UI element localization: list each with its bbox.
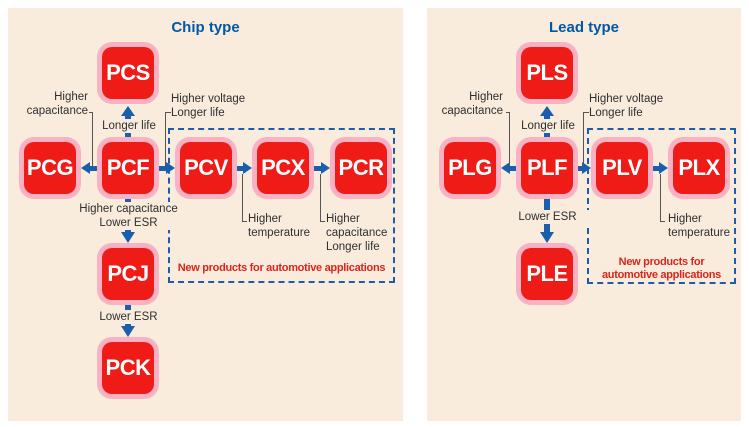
connector-higher-capacitance — [506, 112, 510, 167]
node-label: PLX — [673, 142, 725, 194]
label-higher-capacitance-longer-life: Higher capacitance Longer life — [326, 213, 388, 253]
node-plf: PLF — [516, 137, 578, 199]
automotive-note: New products for automotive applications — [601, 256, 721, 281]
arrow-head — [121, 106, 135, 116]
label-higher-temperature: Higher temperature — [248, 213, 311, 239]
arrow-pcf-to-pcg — [81, 162, 97, 174]
node-pcs: PCS — [97, 42, 159, 104]
node-label: PLS — [521, 47, 573, 99]
node-label: PCK — [102, 342, 154, 394]
arrow-pcf-to-pcv — [159, 162, 175, 174]
node-label: PLF — [521, 142, 573, 194]
node-pck: PCK — [97, 337, 159, 399]
arrow-head — [501, 162, 510, 174]
node-label: PCR — [335, 142, 387, 194]
arrow-shaft — [237, 165, 244, 171]
label-lower-esr: Lower ESR — [495, 210, 600, 224]
arrow-head — [321, 162, 330, 174]
node-plx: PLX — [668, 137, 730, 199]
arrow-head — [659, 162, 668, 174]
node-label: PCF — [102, 142, 154, 194]
label-higher-capacitance: Higher capacitance — [441, 91, 503, 117]
arrow-shaft — [159, 165, 167, 171]
node-label: PCJ — [102, 248, 154, 300]
arrow-head — [121, 232, 135, 243]
node-plv: PLV — [591, 137, 653, 199]
arrow-head — [540, 106, 554, 116]
label-higher-temperature: Higher temperature — [668, 213, 731, 239]
arrow-head — [243, 162, 252, 174]
node-pcr: PCR — [330, 137, 392, 199]
label-longer-life: Longer life — [96, 119, 162, 133]
node-label: PCV — [180, 142, 232, 194]
node-pcf: PCF — [97, 137, 159, 199]
node-pcx: PCX — [252, 137, 314, 199]
automotive-group-box — [587, 128, 736, 284]
label-lower-esr: Lower ESR — [87, 310, 170, 324]
arrow-pcv-to-pcx — [237, 162, 252, 174]
label-higher-capacitance: Higher capacitance — [26, 91, 88, 117]
node-label: PCS — [102, 47, 154, 99]
arrow-plf-to-plg — [501, 162, 516, 174]
node-pls: PLS — [516, 42, 578, 104]
panel-title-chip-type: Chip type — [171, 19, 240, 36]
node-label: PLV — [596, 142, 648, 194]
arrow-shaft — [89, 165, 97, 171]
label-higher-capacitance-lower-esr: Higher capacitance Lower ESR — [76, 202, 181, 230]
connector-higher-temperature — [242, 174, 247, 222]
arrow-head — [166, 162, 175, 174]
node-ple: PLE — [516, 243, 578, 305]
arrow-head — [540, 232, 554, 243]
arrow-shaft — [578, 165, 583, 171]
arrow-head — [121, 326, 135, 337]
arrow-shaft — [653, 165, 660, 171]
connector-higher-capacitance — [89, 112, 93, 167]
panel-lead-type: Lead type Higher capacitance Long — [427, 8, 741, 421]
node-pcv: PCV — [175, 137, 237, 199]
node-pcg: PCG — [19, 137, 81, 199]
connector-higher-voltage — [165, 112, 171, 166]
arrow-pcx-to-pcr — [314, 162, 330, 174]
automotive-note: New products for automotive applications — [177, 262, 386, 274]
arrow-plf-to-plv — [578, 162, 591, 174]
node-label: PLE — [521, 248, 573, 300]
node-pcj: PCJ — [97, 243, 159, 305]
node-label: PLG — [444, 142, 496, 194]
node-label: PCG — [24, 142, 76, 194]
panel-title-lead-type: Lead type — [548, 19, 620, 36]
arrow-shaft — [509, 165, 516, 171]
arrow-head — [582, 162, 591, 174]
connector-higher-voltage — [583, 112, 589, 166]
label-higher-voltage-longer-life: Higher voltage Longer life — [589, 93, 664, 119]
arrow-head — [81, 162, 90, 174]
arrow-shaft — [314, 165, 322, 171]
arrow-plv-to-plx — [653, 162, 668, 174]
label-longer-life: Longer life — [515, 119, 581, 133]
connector-higher-temperature — [660, 174, 665, 222]
label-higher-voltage-longer-life: Higher voltage Longer life — [171, 93, 246, 119]
connector-higher-capacitance-longer-life — [320, 174, 325, 222]
node-plg: PLG — [439, 137, 501, 199]
panel-chip-type: Chip type — [8, 8, 403, 421]
node-label: PCX — [257, 142, 309, 194]
